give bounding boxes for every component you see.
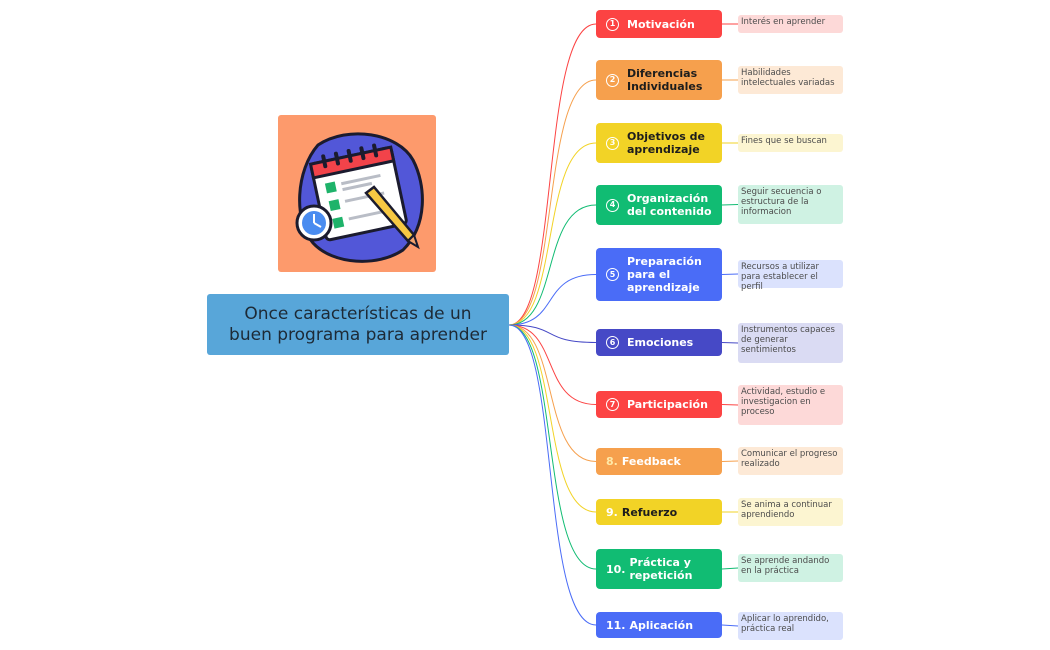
- topic-number-badge: 8.: [606, 455, 618, 468]
- branch-line: [508, 142, 597, 326]
- topic-node[interactable]: 7 Participación: [596, 391, 722, 418]
- topic-label: Preparación para el aprendizaje: [627, 255, 702, 294]
- topic-number-badge: 5: [606, 268, 619, 281]
- branch-line: [508, 204, 597, 326]
- topic-note[interactable]: Actividad, estudio e investigacion en pr…: [738, 385, 843, 425]
- illustration-card: [278, 115, 436, 272]
- topic-note[interactable]: Interés en aprender: [738, 15, 843, 33]
- topic-node[interactable]: 6 Emociones: [596, 329, 722, 356]
- note-line: [721, 460, 739, 462]
- topic-number-badge: 4: [606, 198, 619, 212]
- topic-note[interactable]: Aplicar lo aprendido, práctica real: [738, 612, 843, 640]
- topic-number-badge: 2: [606, 73, 619, 87]
- topic-node[interactable]: 5 Preparación para el aprendizaje: [596, 248, 722, 301]
- topic-note[interactable]: Recursos a utilizar para establecer el p…: [738, 260, 843, 292]
- note-line: [721, 342, 739, 344]
- topic-number-badge: 3: [606, 136, 619, 150]
- branch-line: [508, 23, 597, 326]
- topic-note[interactable]: Se aprende andando en la práctica: [738, 554, 843, 582]
- topic-node[interactable]: 9.Refuerzo: [596, 499, 722, 525]
- topic-note[interactable]: Fines que se buscan: [738, 134, 843, 152]
- topic-note[interactable]: Instrumentos capaces de generar sentimie…: [738, 323, 843, 363]
- topic-note[interactable]: Comunicar el progreso realizado: [738, 447, 843, 475]
- branch-line: [508, 324, 597, 462]
- branch-line: [508, 324, 597, 626]
- topic-number-badge: 10.: [606, 562, 626, 576]
- topic-number-badge: 6: [606, 336, 619, 349]
- topic-label: Aplicación: [629, 618, 694, 632]
- branch-line: [508, 324, 597, 570]
- topic-node[interactable]: 11.Aplicación: [596, 612, 722, 638]
- note-line: [721, 273, 739, 275]
- topic-node[interactable]: 10.Práctica y repetición: [596, 549, 722, 589]
- note-line: [721, 204, 739, 206]
- topic-note[interactable]: Habilidades intelectuales variadas: [738, 66, 843, 94]
- branch-line: [508, 324, 597, 343]
- topic-number-badge: 9.: [606, 505, 618, 519]
- topic-number-badge: 7: [606, 398, 619, 411]
- branch-line: [508, 79, 597, 326]
- topic-label: Emociones: [627, 336, 694, 349]
- branch-line: [508, 324, 597, 405]
- note-line: [721, 567, 739, 570]
- topic-label: Feedback: [621, 455, 681, 468]
- note-line: [721, 624, 739, 627]
- topic-label: Motivación: [627, 17, 695, 31]
- branch-line: [508, 274, 597, 326]
- central-topic[interactable]: Once características de un buen programa…: [207, 294, 509, 355]
- topic-label: Práctica y repetición: [629, 556, 693, 582]
- topic-label: Objetivos de aprendizaje: [627, 130, 705, 156]
- note-line: [721, 404, 739, 406]
- topic-label: Organización del contenido: [627, 192, 712, 218]
- topic-number-badge: 11.: [606, 618, 626, 632]
- topic-node[interactable]: 1 Motivación: [596, 10, 722, 38]
- topic-label: Diferencias Individuales: [627, 67, 703, 93]
- topic-label: Refuerzo: [621, 505, 678, 519]
- central-title: Once características de un buen programa…: [229, 303, 487, 345]
- branch-line: [508, 324, 597, 513]
- calendar-checklist-icon: [295, 132, 424, 263]
- topic-label: Participación: [627, 398, 708, 411]
- topic-node[interactable]: 3 Objetivos de aprendizaje: [596, 123, 722, 163]
- topic-number-badge: 1: [606, 17, 619, 31]
- topic-note[interactable]: Se anima a continuar aprendiendo: [738, 498, 843, 526]
- topic-node[interactable]: 4 Organización del contenido: [596, 185, 722, 225]
- topic-node[interactable]: 8.Feedback: [596, 448, 722, 475]
- topic-note[interactable]: Seguir secuencia o estructura de la info…: [738, 185, 843, 224]
- topic-node[interactable]: 2 Diferencias Individuales: [596, 60, 722, 100]
